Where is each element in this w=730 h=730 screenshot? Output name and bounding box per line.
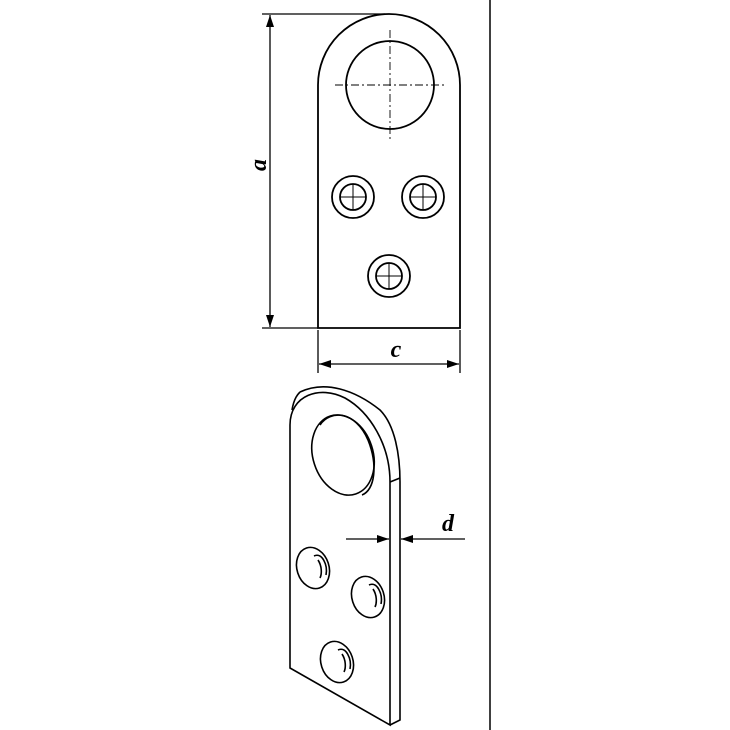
small-hole-iso — [319, 640, 355, 684]
plate-outline — [317, 13, 461, 329]
dimension-label-c: c — [391, 337, 402, 363]
small-hole-iso — [350, 575, 386, 619]
dimension-label-a: a — [246, 159, 272, 171]
dimension-label-d: d — [442, 511, 455, 537]
small-hole — [331, 175, 375, 219]
small-hole — [367, 254, 411, 298]
small-hole-iso — [295, 546, 331, 590]
top-view — [317, 13, 461, 329]
dimension-a — [262, 13, 385, 329]
small-hole — [401, 175, 445, 219]
dimension-c — [317, 330, 461, 373]
front-face — [289, 391, 391, 727]
back-edge — [299, 386, 401, 726]
isometric-view — [289, 386, 401, 727]
